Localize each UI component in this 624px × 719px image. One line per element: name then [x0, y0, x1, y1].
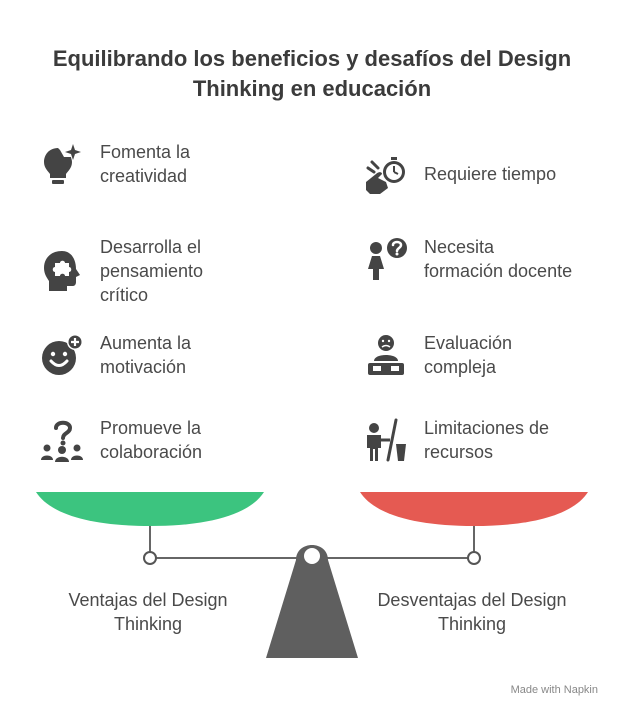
fulcrum: [266, 545, 358, 658]
lightbulb-sparkle-icon: [44, 144, 81, 184]
person-broom-bucket-icon: [367, 418, 406, 462]
disadvantage-item-time: Requiere tiempo: [364, 152, 574, 196]
napkin-watermark: Made with Napkin: [511, 684, 598, 696]
disadvantage-label: Necesita formación docente: [424, 237, 573, 281]
smiley-plus-icon: [42, 334, 83, 375]
advantage-item-motivation: Aumenta la motivación: [40, 331, 250, 379]
disadvantage-label: Requiere tiempo: [424, 164, 557, 184]
advantages-pan: [36, 492, 264, 526]
disadvantage-label: Limitaciones de recursos: [424, 418, 550, 462]
group-question-icon: [41, 420, 83, 462]
advantage-item-critical-thinking: Desarrolla el pensamiento crítico: [40, 235, 250, 307]
advantage-label: Aumenta la motivación: [100, 333, 192, 377]
fulcrum-pivot: [304, 548, 320, 564]
right-pivot: [467, 551, 481, 565]
disadvantage-label: Evaluación compleja: [424, 333, 513, 377]
advantage-label: Desarrolla el pensamiento crítico: [100, 237, 204, 305]
watermark-text: Made with Napkin: [510, 684, 598, 696]
left-pivot: [143, 551, 157, 565]
advantage-label: Fomenta la creatividad: [100, 142, 191, 186]
disadvantage-item-resource-limits: Limitaciones de recursos: [364, 416, 574, 464]
advantage-label: Promueve la colaboración: [100, 418, 203, 462]
head-puzzle-icon: [44, 251, 80, 291]
advantages-caption: Ventajas del Design Thinking: [68, 590, 228, 634]
disadvantage-item-complex-evaluation: Evaluación compleja: [364, 331, 574, 379]
disadvantages-caption: Desventajas del Design Thinking: [377, 590, 567, 634]
disadvantage-item-teacher-training: Necesita formación docente: [364, 235, 574, 283]
person-sad-desk-icon: [368, 335, 404, 375]
page-title: Equilibrando los beneficios y desafíos d…: [52, 46, 572, 101]
advantage-item-collaboration: Promueve la colaboración: [40, 416, 250, 464]
person-question-icon: [368, 238, 407, 280]
disadvantages-pan: [360, 492, 588, 526]
hand-stopwatch-icon: [366, 157, 405, 194]
advantage-item-creativity: Fomenta la creatividad: [40, 140, 250, 188]
